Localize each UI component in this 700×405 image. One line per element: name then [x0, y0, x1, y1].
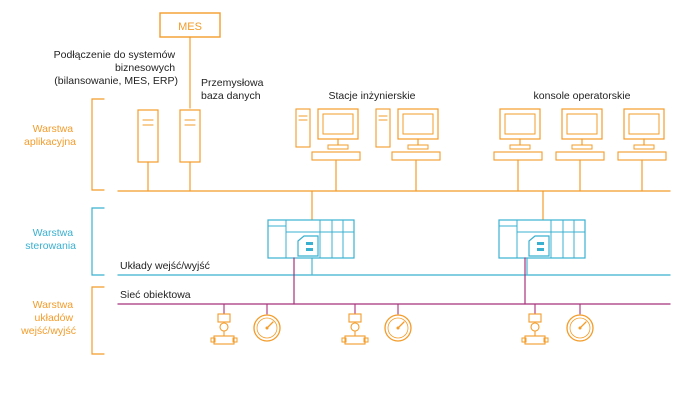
- pressure-transmitter-icon: [521, 313, 549, 345]
- mes-box: MES: [159, 12, 221, 38]
- application-layer-label: Warstwa aplikacyjna: [24, 123, 76, 148]
- io-layer-bracket: [91, 286, 105, 355]
- control-layer-bracket: [91, 207, 105, 276]
- plc-controller-icon: [498, 219, 586, 259]
- control-layer-label: Warstwa sterowania: [25, 227, 76, 252]
- mes-label: MES: [178, 21, 202, 33]
- industrial-database-line-1: Przemysłowa: [201, 77, 264, 89]
- plc-controller-icon: [267, 219, 355, 259]
- engineering-stations-label: Stacje inżynierskie: [329, 90, 416, 102]
- application-layer-line-1: Warstwa: [33, 123, 74, 135]
- engineering-workstation-icon: [295, 108, 361, 192]
- io-layer-line-1: Warstwa: [33, 299, 74, 311]
- operator-console-icon: [555, 108, 605, 192]
- io-layer-line-3: wejść/wyjść: [20, 325, 76, 337]
- business-connection-line-2: biznesowych: [115, 62, 175, 74]
- pressure-transmitter-icon: [341, 313, 369, 345]
- io-layer-line-2: układów: [35, 312, 74, 324]
- io-bus-label: Układy wejść/wyjść: [120, 260, 210, 272]
- business-connection-line-3: (bilansowanie, MES, ERP): [54, 75, 178, 87]
- pressure-gauge-icon: [384, 314, 412, 342]
- database-server-icon: [179, 109, 201, 192]
- server-tower-icon: [137, 109, 159, 192]
- industrial-database-label: Przemysłowa baza danych: [201, 77, 266, 102]
- field-network-label: Sieć obiektowa: [120, 289, 191, 301]
- application-layer-line-2: aplikacyjna: [24, 136, 76, 148]
- industrial-database-line-2: baza danych: [201, 90, 261, 102]
- application-layer-bracket: [91, 98, 105, 191]
- pressure-gauge-icon: [253, 314, 281, 342]
- operator-console-icon: [493, 108, 543, 192]
- business-connection-label: Podłączenie do systemów biznesowych (bil…: [54, 49, 178, 87]
- pressure-transmitter-icon: [210, 313, 238, 345]
- io-layer-label: Warstwa układów wejść/wyjść: [20, 299, 76, 337]
- operator-consoles-label: konsole operatorskie: [534, 90, 631, 102]
- control-layer-line-1: Warstwa: [33, 227, 74, 239]
- engineering-workstation-icon: [375, 108, 441, 192]
- pressure-gauge-icon: [566, 314, 594, 342]
- control-layer-line-2: sterowania: [25, 240, 76, 252]
- operator-console-icon: [617, 108, 667, 192]
- business-connection-line-1: Podłączenie do systemów: [54, 49, 176, 61]
